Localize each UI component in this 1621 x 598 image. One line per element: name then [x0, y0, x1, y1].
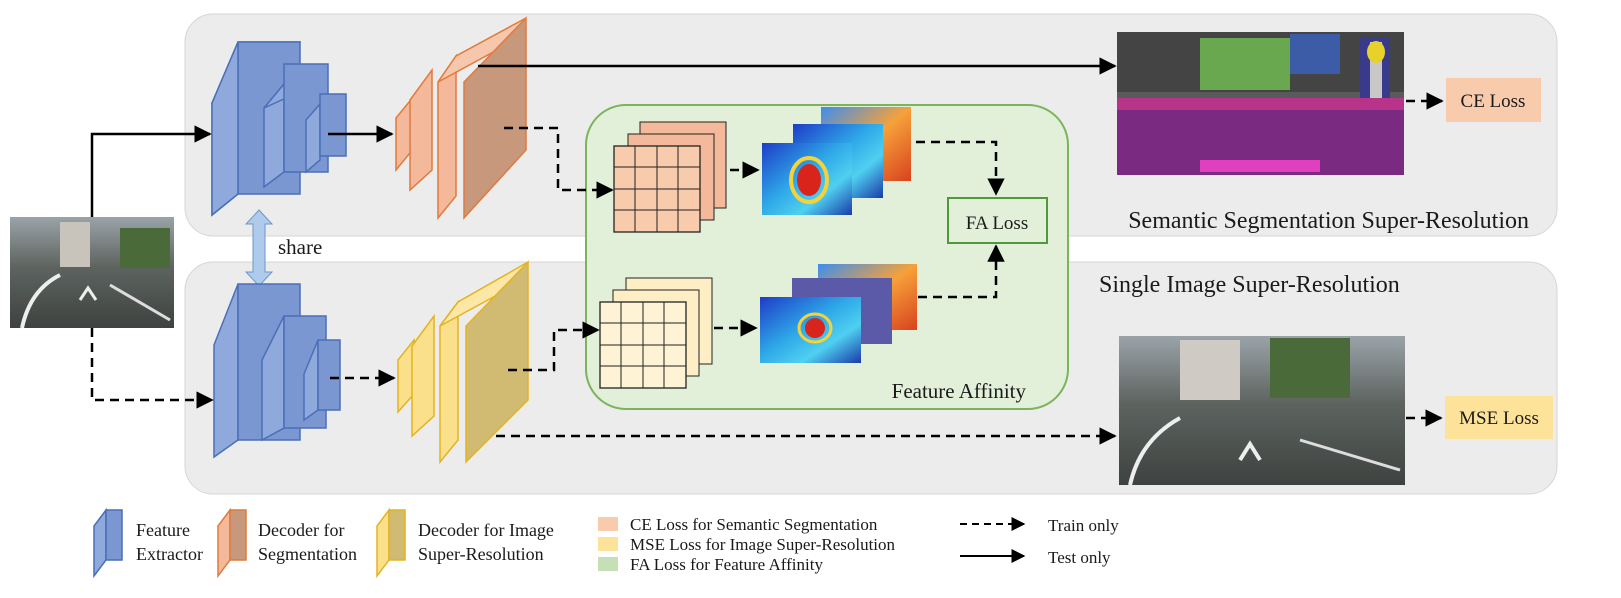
legend-decoder-sr-line2: Super-Resolution — [418, 544, 544, 564]
legend: Feature Extractor Decoder for Segmentati… — [93, 507, 1119, 579]
top-feature-extractor — [210, 41, 347, 217]
legend-decoder-sr-icon — [376, 507, 406, 579]
sr-feature-grid — [599, 277, 713, 389]
top-branch-title: Semantic Segmentation Super-Resolution — [1128, 208, 1529, 234]
sr-affinity-maps — [760, 264, 917, 363]
legend-fa-desc: FA Loss for Feature Affinity — [630, 555, 823, 574]
fa-loss-label: FA Loss — [966, 213, 1028, 234]
sr-output — [1119, 336, 1405, 486]
legend-fa-swatch — [598, 557, 618, 571]
legend-mse-desc: MSE Loss for Image Super-Resolution — [630, 535, 896, 554]
bottom-decoder-sr — [397, 260, 529, 465]
segmentation-output — [1117, 32, 1404, 175]
test-arrows — [90, 57, 1117, 217]
train-arrows — [90, 92, 1444, 445]
legend-decoder-seg-line1: Decoder for — [258, 520, 344, 540]
ce-loss-label: CE Loss — [1461, 91, 1526, 112]
mse-loss-box — [1445, 396, 1553, 439]
bottom-feature-extractor — [213, 283, 341, 459]
legend-extractor-icon — [93, 507, 123, 579]
legend-ce-swatch — [598, 517, 618, 531]
share-arrow — [244, 209, 274, 287]
ce-loss-box — [1446, 78, 1541, 122]
legend-mse-swatch — [598, 537, 618, 551]
legend-test-label: Test only — [1048, 548, 1111, 567]
legend-ce-desc: CE Loss for Semantic Segmentation — [630, 515, 878, 534]
fa-loss-box — [947, 197, 1048, 244]
bottom-branch-title: Single Image Super-Resolution — [1099, 272, 1400, 298]
seg-affinity-maps — [762, 107, 911, 215]
feature-affinity-title: Feature Affinity — [892, 379, 1027, 403]
legend-decoder-seg-icon — [217, 507, 247, 579]
input-image — [10, 217, 174, 329]
legend-train-label: Train only — [1048, 516, 1119, 535]
share-label: share — [278, 235, 322, 259]
top-decoder-segmentation — [395, 16, 527, 221]
seg-feature-grid — [613, 121, 727, 233]
legend-decoder-sr-line1: Decoder for Image — [418, 520, 554, 540]
legend-decoder-seg-line2: Segmentation — [258, 544, 357, 564]
mse-loss-label: MSE Loss — [1459, 408, 1539, 429]
legend-extractor-line2: Extractor — [136, 544, 203, 564]
legend-extractor-line1: Feature — [136, 520, 190, 540]
